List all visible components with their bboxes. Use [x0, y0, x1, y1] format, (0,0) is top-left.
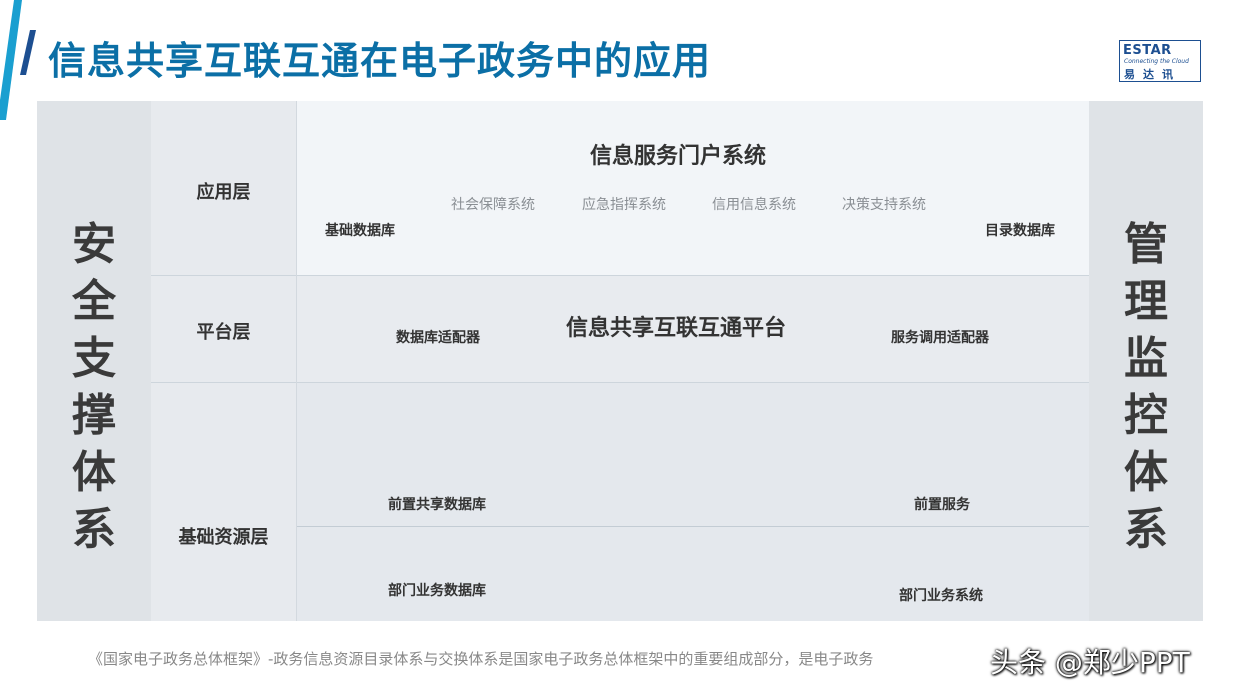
system-item: 信用信息系统	[712, 197, 796, 213]
logo-brand: ESTAR	[1123, 43, 1172, 58]
layer-label-platform: 平台层	[196, 322, 251, 343]
application-layer	[296, 101, 1089, 275]
divider-label-column	[296, 101, 297, 621]
watermark: 头条 @郑少PPT	[990, 646, 1190, 679]
front-shared-db-label: 前置共享数据库	[388, 497, 486, 513]
page-title: 信息共享互联互通在电子政务中的应用	[48, 39, 712, 83]
label-cell-base	[151, 382, 296, 621]
dept-business-system-label: 部门业务系统	[899, 588, 983, 604]
divider-platform-base	[151, 382, 1089, 383]
divider-app-platform	[151, 275, 1089, 276]
corner-accent-stripes	[0, 0, 36, 120]
database-adapter-label: 数据库适配器	[396, 330, 480, 346]
base-resource-layer	[296, 382, 1089, 621]
platform-layer	[296, 275, 1089, 382]
base-database-label: 基础数据库	[325, 223, 395, 239]
catalog-database-label: 目录数据库	[985, 223, 1055, 239]
logo-cn: 易达讯	[1124, 68, 1181, 81]
dept-business-db-label: 部门业务数据库	[388, 583, 486, 599]
system-item: 社会保障系统	[451, 197, 535, 213]
layer-label-application: 应用层	[196, 182, 251, 203]
management-pillar: 管理监控体系	[1089, 101, 1203, 621]
logo-tagline: Connecting the Cloud	[1124, 58, 1189, 65]
estar-logo: ESTAR Connecting the Cloud 易达讯	[1119, 40, 1201, 82]
label-cell-platform	[151, 275, 296, 382]
front-service-label: 前置服务	[914, 497, 970, 513]
label-cell-application	[151, 101, 296, 275]
security-pillar: 安全支撑体系	[37, 101, 151, 621]
system-item: 决策支持系统	[842, 197, 926, 213]
system-item: 应急指挥系统	[582, 197, 666, 213]
divider-base-inner	[296, 526, 1089, 527]
footer-caption: 《国家电子政务总体框架》-政务信息资源目录体系与交换体系是国家电子政务总体框架中…	[88, 650, 874, 668]
platform-heading: 信息共享互联互通平台	[566, 316, 787, 341]
portal-system-heading: 信息服务门户系统	[590, 144, 767, 169]
security-pillar-label: 安全支撑体系	[72, 219, 116, 555]
management-pillar-label: 管理监控体系	[1124, 219, 1168, 555]
service-adapter-label: 服务调用适配器	[891, 330, 989, 346]
layer-label-base: 基础资源层	[178, 527, 269, 548]
